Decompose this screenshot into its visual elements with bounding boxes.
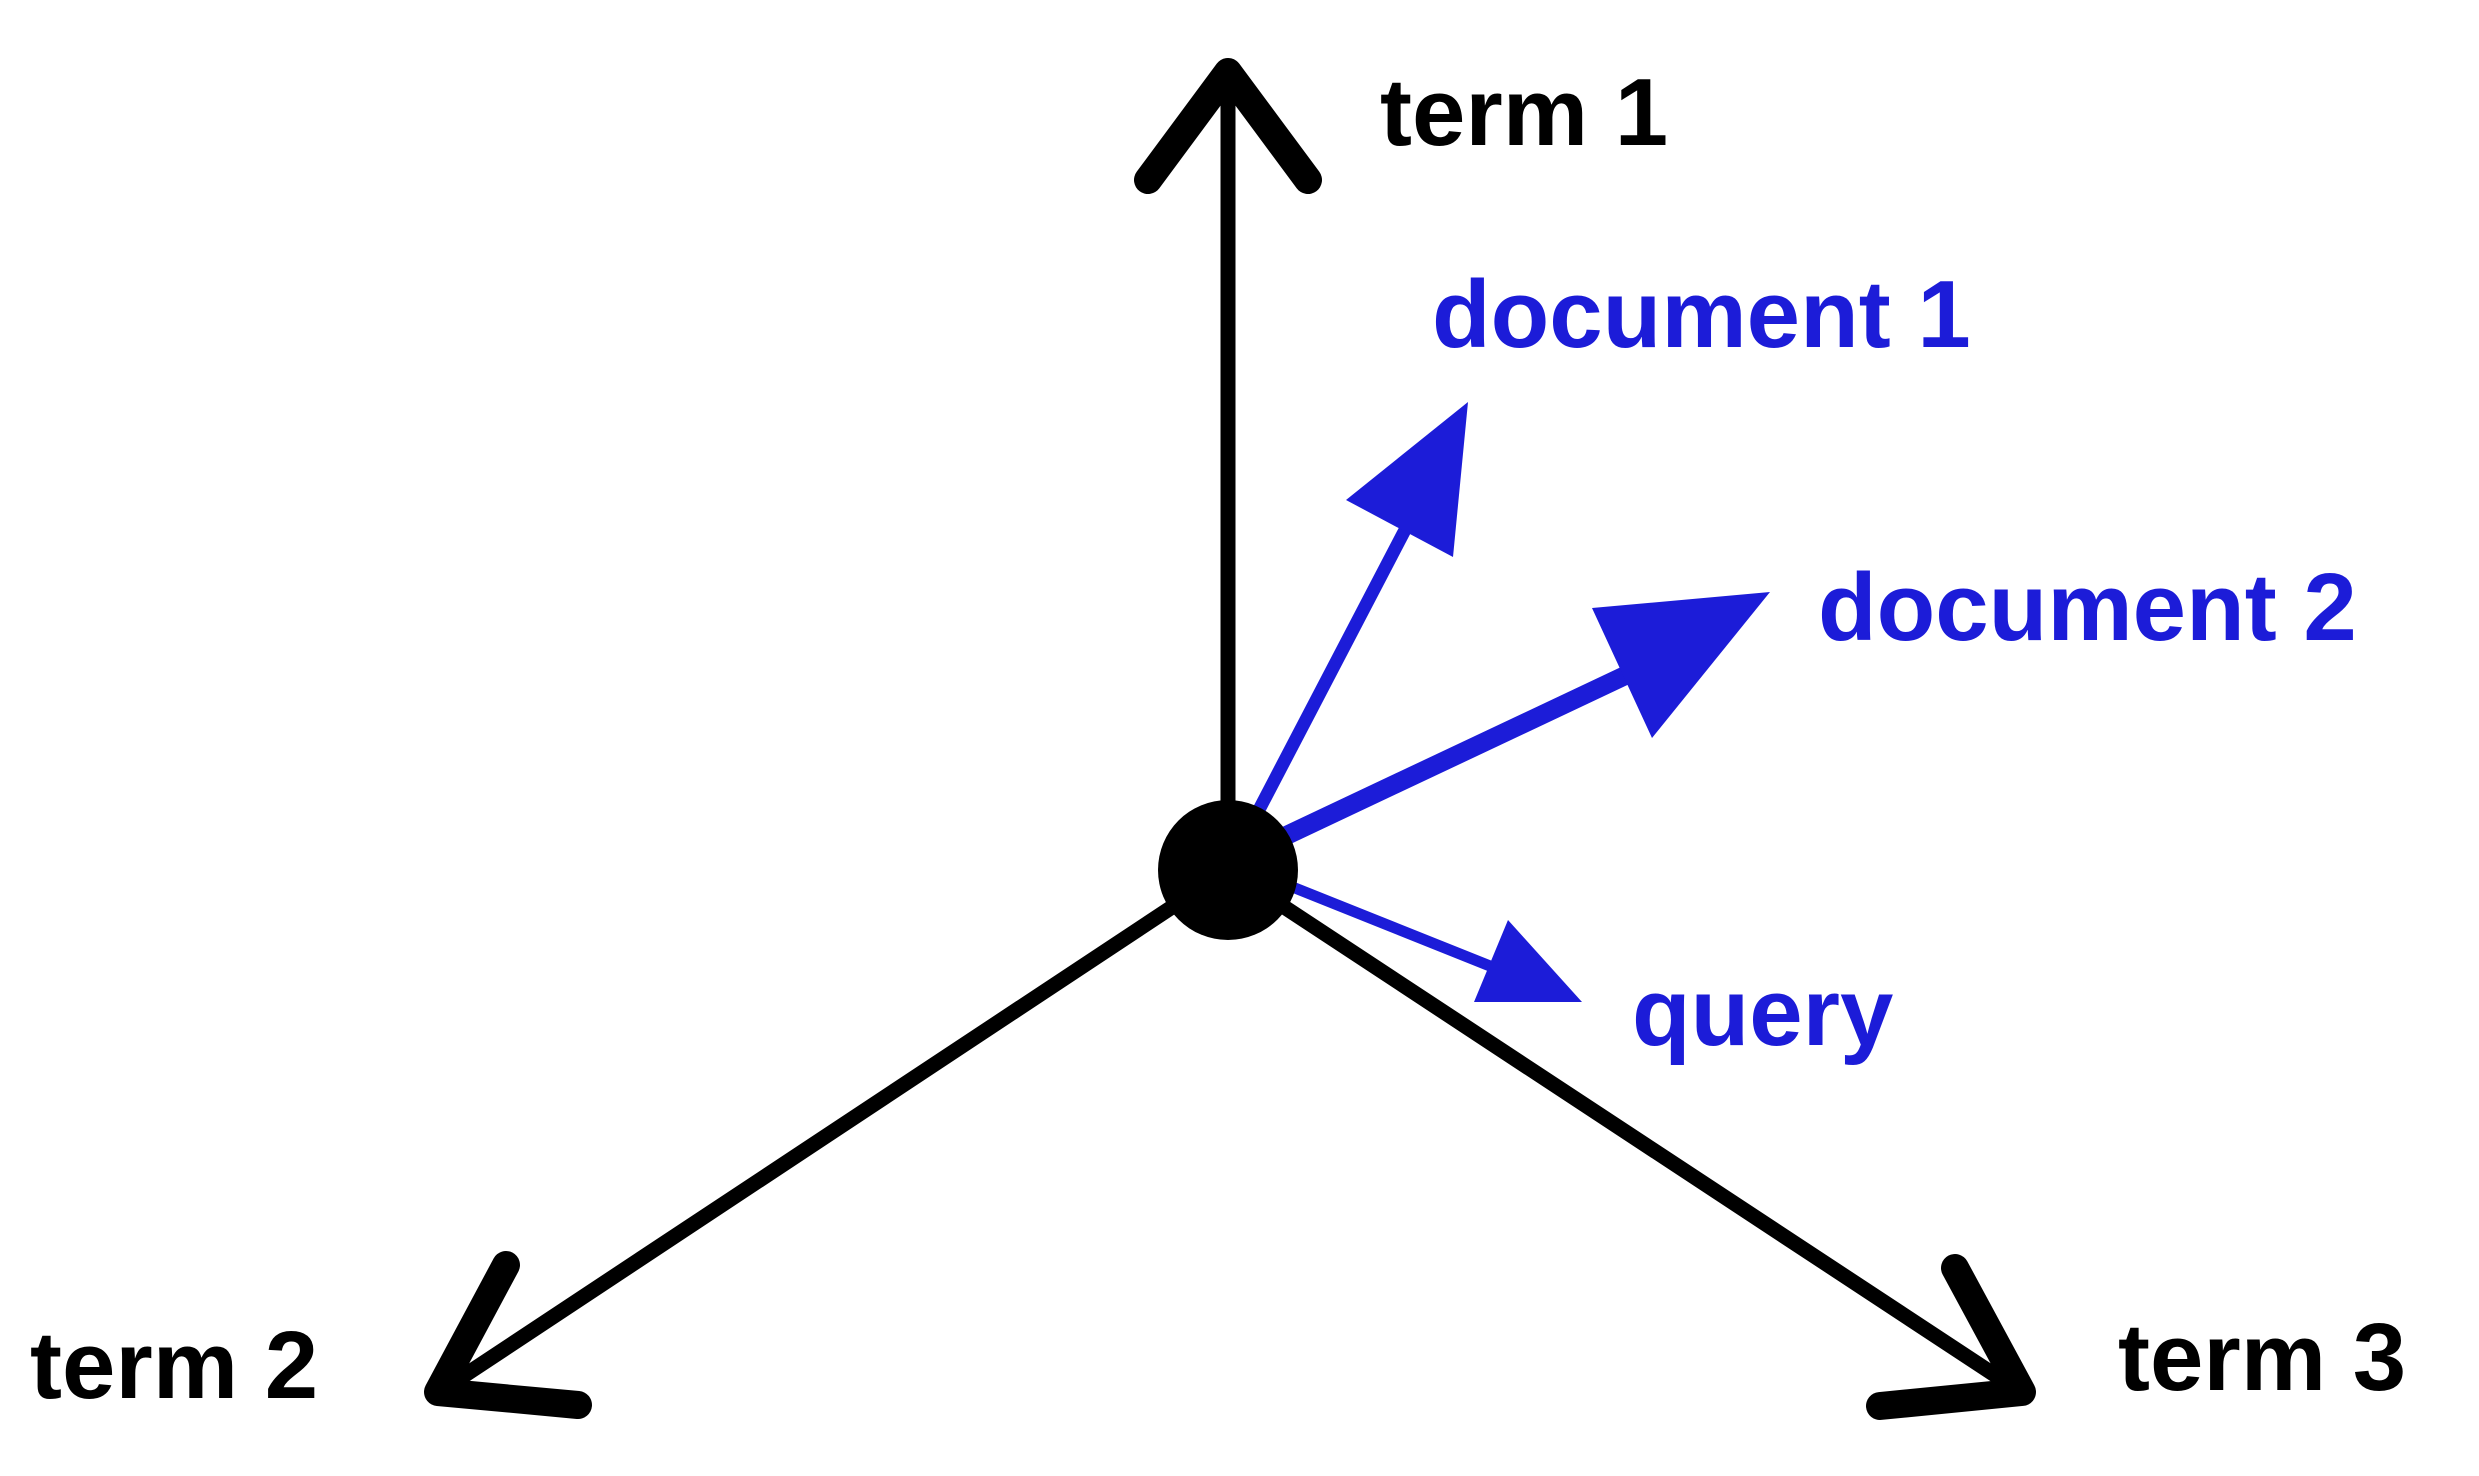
- label-term-2: term 2: [30, 1312, 318, 1419]
- label-term-1: term 1: [1380, 59, 1668, 166]
- axis-term-3-arrowhead: [1866, 1254, 2036, 1420]
- axis-term-1: [1134, 58, 1322, 878]
- vector-document-1: [1232, 402, 1468, 854]
- vector-query-arrowhead: [1474, 920, 1582, 1002]
- axis-term-1-arrowhead: [1134, 58, 1322, 194]
- label-document-2: document 2: [1818, 554, 2357, 661]
- axis-term-2: [424, 862, 1236, 1419]
- label-query: query: [1632, 959, 1893, 1066]
- label-document-1: document 1: [1432, 261, 1971, 368]
- axis-term-3: [1220, 862, 2036, 1420]
- origin-point: [1158, 800, 1298, 940]
- vector-document-2-arrowhead: [1592, 592, 1770, 738]
- vector-query: [1247, 864, 1582, 1002]
- label-term-3: term 3: [2118, 1304, 2406, 1411]
- vector-document-1-arrowhead: [1346, 402, 1468, 557]
- vector-document-2: [1240, 592, 1770, 864]
- axis-term-2-arrowhead: [424, 1251, 592, 1419]
